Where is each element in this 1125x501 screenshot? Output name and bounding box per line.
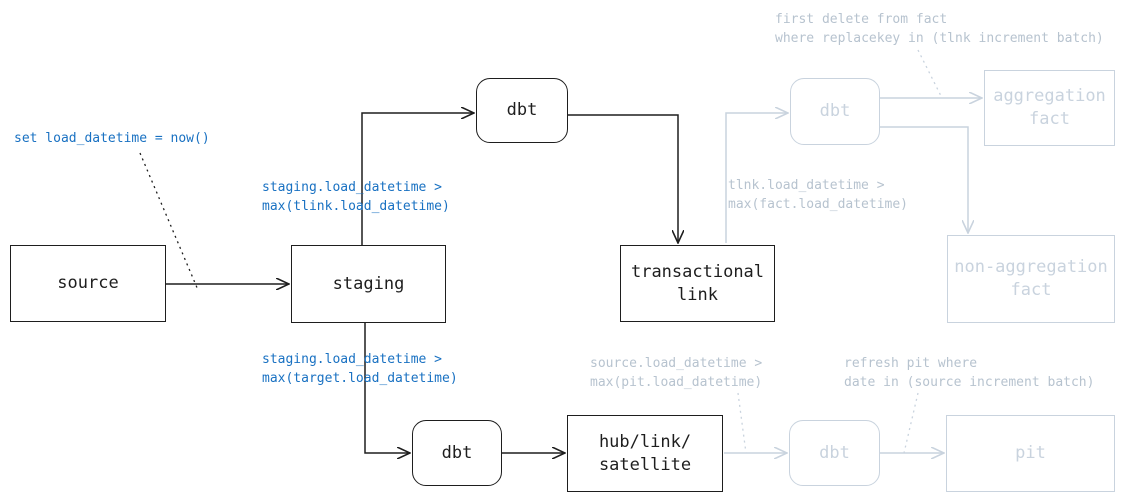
pit-node: pit xyxy=(946,415,1115,492)
pit-refresh-note: refresh pit where date in (source increm… xyxy=(844,356,1095,390)
source-to-pit-condition: source.load_datetime > max(pit.load_date… xyxy=(590,356,763,390)
leader-fact-delete xyxy=(917,49,943,99)
aggregation-fact-node: aggregation fact xyxy=(984,70,1115,146)
dbt-top-node: dbt xyxy=(476,78,568,143)
arrow-staging-to-dbt-top xyxy=(361,113,474,245)
leader-pit-refresh xyxy=(903,392,919,454)
staging-to-target-condition: staging.load_datetime > max(target.load_… xyxy=(262,352,458,386)
hub-link-satellite-node: hub/link/ satellite xyxy=(567,415,723,492)
arrow-dbt-fact-to-non-aggregation xyxy=(880,126,968,233)
transactional-link-node: transactional link xyxy=(620,245,775,322)
staging-to-tlink-condition: staging.load_datetime > max(tlink.load_d… xyxy=(262,180,450,214)
arrow-dbt-top-to-transactional-link xyxy=(568,114,678,243)
leader-source-to-pit xyxy=(737,392,747,454)
fact-delete-note: first delete from fact where replacekey … xyxy=(775,12,1104,46)
dbt-bottom-node: dbt xyxy=(412,420,502,486)
leader-set-load-datetime xyxy=(139,152,199,291)
tlink-to-fact-condition: tlnk.load_datetime > max(fact.load_datet… xyxy=(728,178,909,212)
non-aggregation-fact-node: non-aggregation fact xyxy=(947,235,1115,323)
source-node: source xyxy=(10,245,166,322)
dbt-pit-node: dbt xyxy=(789,420,880,486)
arrow-transactional-link-to-dbt-fact xyxy=(725,113,788,243)
staging-node: staging xyxy=(291,245,446,323)
dbt-fact-node: dbt xyxy=(790,78,880,145)
arrow-staging-to-dbt-bottom xyxy=(364,323,410,453)
set-load-datetime-note: set load_datetime = now() xyxy=(14,131,210,146)
